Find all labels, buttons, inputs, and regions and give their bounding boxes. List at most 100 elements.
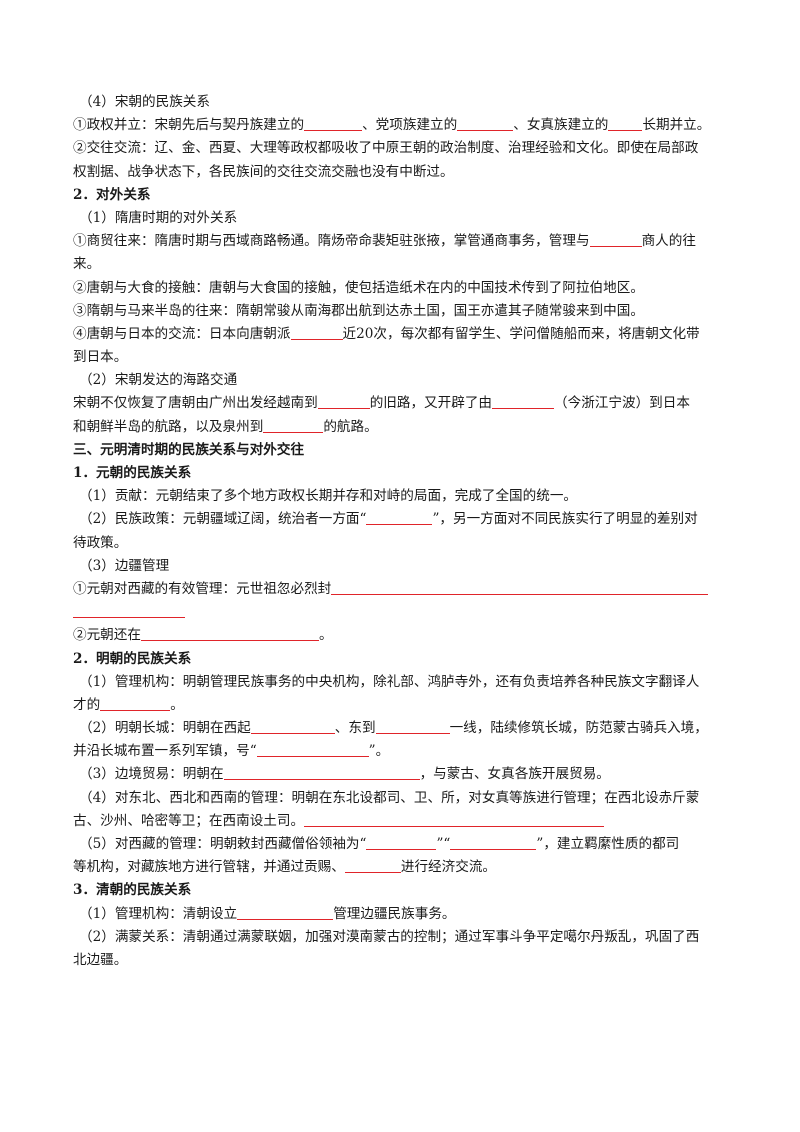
- fill-in-blank[interactable]: [331, 580, 709, 595]
- text-line: （1）管理机构：明朝管理民族事务的中央机构，除礼部、鸿胪寺外，还有负责培养各种民…: [73, 671, 740, 694]
- fill-in-blank[interactable]: [589, 232, 642, 248]
- text-run: 和朝鲜半岛的航路，以及泉州到: [73, 418, 264, 435]
- text-run: （4）宋朝的民族关系: [79, 94, 210, 110]
- text-line: （1）管理机构：清朝设立 管理边疆民族事务。: [73, 903, 740, 926]
- section-heading: 3．清朝的民族关系: [73, 879, 740, 902]
- fill-in-blank[interactable]: [250, 719, 335, 735]
- fill-in-blank[interactable]: [457, 116, 514, 132]
- text-line: ④唐朝与日本的交流：日本向唐朝派近20次，每次都有留学生、学问僧随船而来，将唐朝…: [73, 323, 740, 346]
- text-line: （2）明朝长城：明朝在西起、东到一线，陆续修筑长城，防范蒙古骑兵入境，: [73, 717, 740, 740]
- text-run: 才的: [73, 696, 101, 713]
- text-run: 的旧路，又开辟了由: [369, 395, 493, 412]
- text-run: （1）隋唐时期的对外关系: [79, 209, 238, 226]
- fill-in-blank[interactable]: [317, 394, 370, 410]
- text-line: 到日本。: [73, 346, 740, 369]
- fill-in-blank[interactable]: [237, 905, 334, 920]
- text-line: 权割据、战争状态下，各民族间的交往交流交融也没有中断过。: [73, 161, 740, 184]
- text-line: ①商贸往来：隋唐时期与西域商路畅通。隋炀帝命裴矩驻张掖，掌管通商事务，管理与商人…: [73, 230, 740, 253]
- text-run: ③隋朝与马来半岛的往来：隋朝常骏从南海郡出航到达赤土国，国王亦遣其子随常骏来到中…: [73, 302, 644, 319]
- text-line: （2）宋朝发达的海路交通: [73, 369, 740, 392]
- fill-in-blank[interactable]: [450, 835, 537, 850]
- text-line: 北边疆。: [73, 949, 740, 972]
- text-run: （5）对西藏的管理：明朝敕封西藏僧俗领袖为“: [79, 836, 367, 852]
- text-run: 商人的往: [641, 233, 696, 250]
- text-run: 来。: [73, 256, 101, 273]
- text-run: 进行经济交流。: [400, 859, 497, 876]
- text-line: [73, 601, 740, 624]
- text-run: 长期并立。: [642, 117, 711, 134]
- fill-in-blank[interactable]: [256, 742, 369, 758]
- section-heading: 2．明朝的民族关系: [73, 648, 740, 671]
- text-line: （5）对西藏的管理：明朝敕封西藏僧俗领袖为“ ”“ ”，建立羁縻性质的都司: [73, 833, 740, 856]
- text-run: ”。: [368, 743, 390, 760]
- fill-in-blank[interactable]: [290, 325, 343, 340]
- fill-in-blank[interactable]: [366, 510, 433, 526]
- text-run: （2）民族政策：元朝疆域辽阔，统治者一方面“: [79, 511, 367, 528]
- text-line: （3）边境贸易：明朝在 ，与蒙古、女真各族开展贸易。: [73, 763, 740, 786]
- fill-in-blank[interactable]: [492, 394, 555, 410]
- text-run: ②元朝还在: [73, 627, 141, 644]
- text-run: （今浙江宁波）到日本: [554, 395, 690, 412]
- fill-in-blank[interactable]: [375, 719, 450, 735]
- fill-in-blank[interactable]: [140, 626, 319, 642]
- text-run: （2）明朝长城：明朝在西起: [79, 720, 251, 737]
- text-line: 来。: [73, 253, 740, 276]
- fill-in-blank[interactable]: [73, 603, 185, 619]
- text-line: （4）对东北、西北和西南的管理：明朝在东北设都司、卫、所，对女真等族进行管理；在…: [73, 787, 740, 810]
- text-line: 待政策。: [73, 532, 740, 555]
- text-run: ”“: [436, 836, 451, 852]
- text-run: ①政权并立：宋朝先后与契丹族建立的: [73, 117, 305, 134]
- text-run: 三、元明清时期的民族关系与对外交往: [73, 441, 305, 458]
- text-run: （1）管理机构：清朝设立: [79, 905, 238, 922]
- text-line: 和朝鲜半岛的航路，以及泉州到 的航路。: [73, 416, 740, 439]
- text-run: 北边疆。: [73, 951, 128, 968]
- text-line: （1）隋唐时期的对外关系: [73, 207, 740, 230]
- text-run: 。: [170, 696, 184, 713]
- fill-in-blank[interactable]: [263, 418, 324, 433]
- text-run: 等机构，对藏族地方进行管辖，并通过贡赐、: [73, 859, 345, 876]
- text-line: （1）贡献：元朝结束了多个地方政权长期并存和对峙的局面，完成了全国的统一。: [73, 485, 740, 508]
- section-heading: 1．元朝的民族关系: [73, 462, 740, 485]
- text-line: （2）满蒙关系：清朝通过满蒙联姻，加强对漠南蒙古的控制；通过军事斗争平定噶尔丹叛…: [73, 926, 740, 949]
- text-line: 宋朝不仅恢复了唐朝由广州出发经越南到 的旧路，又开辟了由 （今浙江宁波）到日本: [73, 392, 740, 415]
- text-line: 古、沙州、哈密等卫；在西南设土司。: [73, 810, 740, 833]
- text-run: ”，建立羁縻性质的都司: [536, 836, 680, 852]
- fill-in-blank[interactable]: [304, 116, 363, 132]
- fill-in-blank[interactable]: [366, 835, 437, 850]
- text-line: 等机构，对藏族地方进行管辖，并通过贡赐、 进行经济交流。: [73, 856, 740, 879]
- text-line: ③隋朝与马来半岛的往来：隋朝常骏从南海郡出航到达赤土国，国王亦遣其子随常骏来到中…: [73, 300, 740, 323]
- text-run: 2．明朝的民族关系: [73, 650, 192, 667]
- text-line: （3）边疆管理: [73, 555, 740, 578]
- fill-in-blank[interactable]: [344, 858, 401, 874]
- text-run: （2）满蒙关系：清朝通过满蒙联姻，加强对漠南蒙古的控制；通过军事斗争平定噶尔丹叛…: [79, 928, 700, 945]
- text-run: ②唐朝与大食的接触：唐朝与大食国的接触，使包括造纸术在内的中国技术传到了阿拉伯地…: [73, 279, 644, 296]
- text-run: 古、沙州、哈密等卫；在西南设土司。: [73, 812, 305, 829]
- text-run: 待政策。: [73, 534, 128, 551]
- text-line: ①政权并立：宋朝先后与契丹族建立的、党项族建立的、女真族建立的长期并立。: [73, 114, 740, 137]
- text-run: （3）边境贸易：明朝在: [79, 766, 224, 783]
- text-run: ，与蒙古、女真各族开展贸易。: [419, 766, 610, 783]
- text-line: （4）宋朝的民族关系: [73, 91, 740, 114]
- text-run: （1）管理机构：明朝管理民族事务的中央机构，除礼部、鸿胪寺外，还有负责培养各种民…: [79, 673, 700, 690]
- text-run: ①元朝对西藏的有效管理：元世祖忽必烈封: [73, 580, 332, 597]
- section-heading: 三、元明清时期的民族关系与对外交往: [73, 439, 740, 462]
- fill-in-blank[interactable]: [608, 116, 643, 132]
- text-line: ②元朝还在 。: [73, 624, 740, 647]
- fill-in-blank[interactable]: [304, 812, 605, 827]
- text-line: ①元朝对西藏的有效管理：元世祖忽必烈封: [73, 578, 740, 601]
- text-run: 一线，陆续修筑长城，防范蒙古骑兵入境，: [449, 720, 708, 737]
- text-run: ④唐朝与日本的交流：日本向唐朝派: [73, 325, 291, 342]
- text-run: 、女真族建立的: [513, 117, 609, 134]
- text-run: 的航路。: [323, 418, 378, 435]
- text-run: （1）贡献：元朝结束了多个地方政权长期并存和对峙的局面，完成了全国的统一。: [79, 488, 578, 505]
- text-run: 管理边疆民族事务。: [333, 905, 456, 922]
- fill-in-blank[interactable]: [223, 765, 420, 781]
- text-run: 2．对外关系: [73, 186, 151, 203]
- fill-in-blank[interactable]: [100, 696, 171, 711]
- text-run: 。: [318, 627, 333, 644]
- text-run: 宋朝不仅恢复了唐朝由广州出发经越南到: [73, 395, 318, 412]
- text-run: （2）宋朝发达的海路交通: [79, 372, 238, 389]
- text-run: （3）边疆管理: [79, 557, 170, 574]
- section-heading: 2．对外关系: [73, 184, 740, 207]
